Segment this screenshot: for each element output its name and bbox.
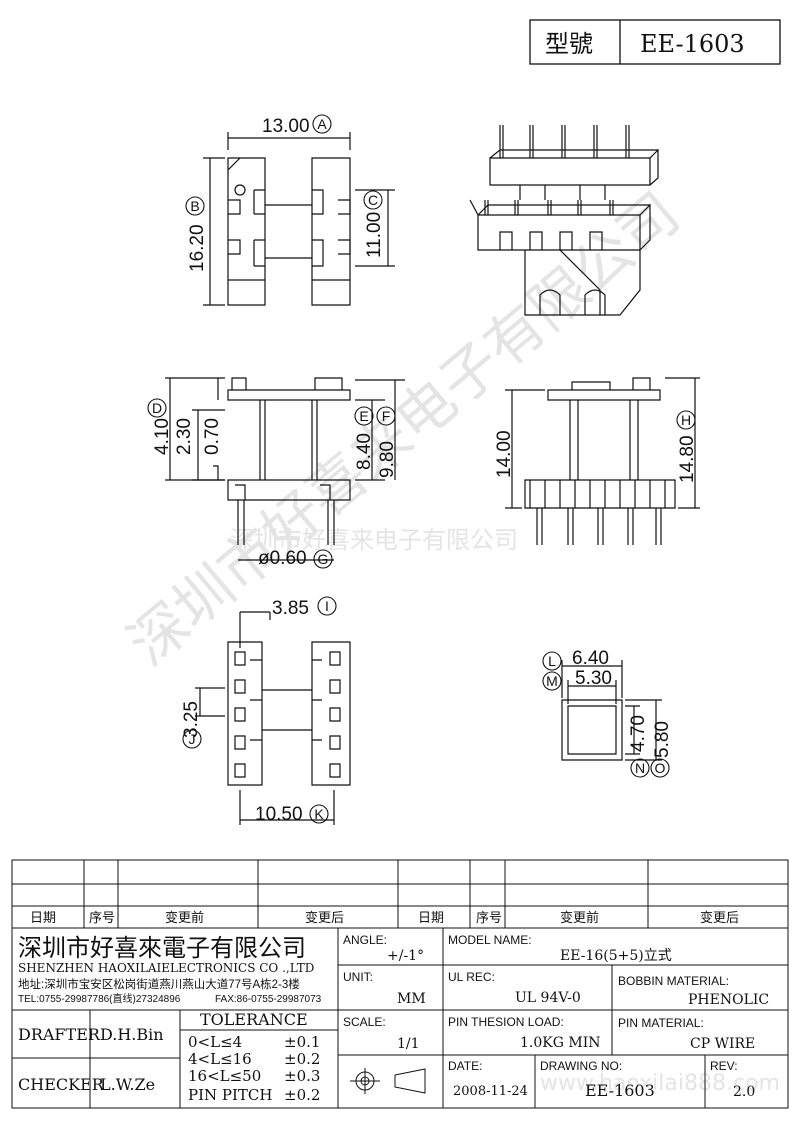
ref-m: M — [546, 673, 558, 689]
ref-n: N — [635, 760, 645, 776]
top-view — [203, 132, 395, 306]
tolerance-rows: 0<L≤4 ±0.1 4<L≤16 ±0.2 16<L≤50 ±0.3 PIN … — [188, 1033, 320, 1104]
reference-letters — [147, 114, 696, 824]
checker-value: L.W.Ze — [100, 1075, 155, 1094]
ref-a: A — [317, 116, 327, 132]
model-name-value: EE-16(5+5)立式 — [560, 948, 672, 964]
dim-i: 3.85 — [272, 598, 309, 619]
ref-h: H — [681, 412, 691, 428]
title-block — [11, 927, 789, 1109]
rev-header-date-1: 日期 — [30, 910, 56, 925]
tolerance-value-3: ±0.3 — [284, 1067, 320, 1085]
ref-g: G — [318, 551, 329, 567]
tolerance-title: TOLERANCE — [200, 1010, 308, 1029]
model-label: 型號 — [545, 30, 593, 58]
ref-b: B — [190, 198, 199, 214]
rev-header-before-2: 变更前 — [560, 910, 599, 925]
date-value: 2008-11-24 — [453, 1084, 528, 1099]
ref-c: C — [368, 192, 378, 208]
dim-b: 16.20 — [187, 224, 208, 272]
dim-l: 6.40 — [572, 648, 609, 669]
model-header — [529, 19, 781, 65]
scale-value: 1/1 — [397, 1036, 420, 1052]
dim-k: 10.50 — [255, 804, 303, 825]
revision-headers: 日期 序号 变更前 变更后 日期 序号 变更前 变更后 — [30, 910, 739, 925]
watermark-website: www.haoxilai888.com — [540, 1071, 780, 1096]
bobbin-material-label: BOBBIN MATERIAL: — [618, 974, 729, 988]
rev-label: REV: — [710, 1059, 738, 1073]
tolerance-range-3: 16<L≤50 — [188, 1067, 261, 1085]
pin-material-label: PIN MATERIAL: — [618, 1016, 704, 1030]
unit-label: UNIT: — [343, 970, 373, 984]
company-name-cn: 深圳市好喜來電子有限公司 — [18, 934, 306, 962]
dim-d: 4.10 — [152, 418, 173, 455]
ref-e: E — [359, 408, 368, 424]
company-address: 地址:深圳市宝安区松岗街道燕川燕山大道77号A栋2-3楼 — [18, 977, 300, 991]
rev-header-before-1: 变更前 — [165, 910, 204, 925]
drawing-no-value: EE-1603 — [585, 1081, 655, 1100]
front-view — [165, 377, 405, 561]
dim-g: ø0.60 — [258, 548, 307, 569]
angle-value: +/-1° — [387, 948, 424, 964]
angle-label: ANGLE: — [343, 933, 387, 947]
tolerance-value-2: ±0.2 — [284, 1050, 320, 1068]
dim-m: 5.30 — [575, 668, 612, 689]
dim-n: 4.70 — [628, 715, 649, 752]
isometric-view — [469, 125, 660, 316]
rev-header-date-2: 日期 — [418, 910, 444, 925]
tolerance-range-1: 0<L≤4 — [188, 1033, 242, 1051]
dim-o: 5.80 — [652, 721, 673, 758]
drafter-label: DRAFTER — [18, 1025, 101, 1044]
model-number: EE-1603 — [640, 30, 745, 58]
dim-e: 8.40 — [354, 433, 375, 470]
ref-k: K — [314, 806, 324, 822]
bobbin-material-value: PHENOLIC — [688, 992, 769, 1008]
watermark-center: 深圳市好喜来电子有限公司 — [230, 526, 518, 554]
ul-value: UL 94V-0 — [515, 990, 581, 1006]
pin-load-value: 1.0KG MIN — [520, 1035, 600, 1051]
pin-material-value: CP WIRE — [690, 1036, 755, 1052]
ref-o: O — [655, 760, 666, 776]
scale-label: SCALE: — [343, 1015, 386, 1029]
ref-d: D — [152, 400, 162, 416]
revision-table — [11, 859, 789, 929]
dim-j: 3.25 — [181, 701, 202, 738]
company-name-en: SHENZHEN HAOXILAIELECTRONICS CO .,LTD — [18, 961, 314, 975]
side-view — [505, 377, 700, 545]
unit-value: MM — [397, 991, 426, 1007]
dim-c: 11.00 — [364, 212, 385, 258]
rev-value: 2.0 — [733, 1084, 755, 1100]
drawing-no-label: DRAWING NO: — [540, 1059, 622, 1073]
ref-i: I — [325, 598, 329, 614]
company-tel: TEL:0755-29987786(直线)27324896 — [18, 992, 181, 1005]
ref-f: F — [382, 408, 391, 424]
tolerance-range-2: 4<L≤16 — [188, 1050, 252, 1068]
dim-a: 13.00 — [262, 116, 310, 137]
tolerance-value-1: ±0.1 — [284, 1033, 320, 1051]
tolerance-value-4: ±0.2 — [284, 1086, 320, 1104]
dim-h: 14.80 — [677, 435, 698, 483]
model-name-label: MODEL NAME: — [448, 933, 532, 947]
rev-header-no-2: 序号 — [476, 910, 502, 925]
drafter-value: D.H.Bin — [100, 1025, 164, 1044]
date-label: DATE: — [448, 1059, 482, 1073]
rev-header-after-2: 变更后 — [700, 910, 739, 925]
ref-l: L — [548, 653, 556, 669]
rev-header-after-1: 变更后 — [305, 910, 344, 925]
reference-letter-labels: A B C D E F G H I J K L M N O — [152, 116, 691, 822]
dim-1400: 14.00 — [494, 430, 515, 478]
checker-label: CHECKER — [18, 1075, 105, 1094]
dim-070: 0.70 — [202, 418, 223, 455]
ref-j: J — [189, 731, 196, 747]
pin-load-label: PIN THESION LOAD: — [448, 1015, 564, 1029]
rev-header-no-1: 序号 — [89, 910, 115, 925]
company-fax: FAX:86-0755-29987073 — [215, 994, 322, 1005]
dim-f: 9.80 — [377, 441, 398, 478]
projection-symbol-icon — [350, 1068, 426, 1094]
dim-230: 2.30 — [174, 418, 195, 455]
tolerance-range-4: PIN PITCH — [188, 1086, 273, 1104]
ul-label: UL REC: — [448, 970, 495, 984]
bottom-view — [195, 611, 351, 825]
